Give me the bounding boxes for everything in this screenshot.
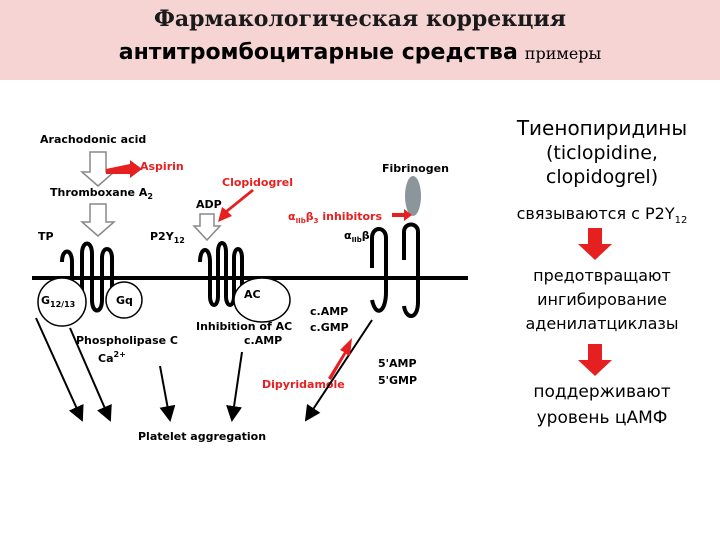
label-cgmp: c.GMP <box>310 321 349 334</box>
label-tp: TP <box>38 230 54 243</box>
label-clopidogrel: Clopidogrel <box>222 176 293 189</box>
label-gq: Gq <box>116 294 133 307</box>
subtitle-suffix: примеры <box>524 44 602 63</box>
prevent-line2: ингибирование <box>537 290 667 309</box>
tp-receptor <box>60 241 114 313</box>
label-camp: c.AMP <box>310 305 348 318</box>
drugs-line1: (ticlopidine, <box>546 142 658 164</box>
header-band: Фармакологическая коррекция антитромбоци… <box>0 0 720 80</box>
label-phospholipase: Phospholipase C <box>76 334 178 347</box>
label-p2y12: P2Y12 <box>150 230 185 245</box>
page-title: Фармакологическая коррекция <box>153 6 566 32</box>
arrow-g1213-aggregation <box>69 327 112 422</box>
label-ca: Ca2+ <box>98 350 126 365</box>
arrow-camp-aggregation <box>226 351 243 422</box>
label-thromboxane: Thromboxane A2 <box>50 186 153 201</box>
arrow-tp-aggregation <box>35 317 84 422</box>
fibrinogen-shape <box>405 176 421 216</box>
label-camp2: c.AMP <box>244 334 282 347</box>
label-fibrinogen: Fibrinogen <box>382 162 449 175</box>
maintain-line2: уровень цАМФ <box>536 408 668 428</box>
gp-inhibitor-arrow <box>392 209 412 221</box>
label-5gmp: 5'GMP <box>378 374 417 387</box>
label-aspirin: Aspirin <box>140 160 184 173</box>
ac-ellipse <box>233 277 291 323</box>
prevent-line1: предотвращают <box>533 266 671 285</box>
p2y12-receptor <box>198 241 244 307</box>
gq-circle <box>105 281 143 319</box>
integrin-right <box>402 222 420 318</box>
label-dipyridamole: Dipyridamole <box>262 378 345 391</box>
arrow-arachidonic-down <box>80 151 116 187</box>
prevent-line3: аденилатциклазы <box>525 314 679 333</box>
integrin-left <box>370 227 388 313</box>
aspirin-arrow <box>106 160 142 178</box>
maintain-line1: поддерживают <box>533 382 671 402</box>
label-ac: AC <box>244 288 261 301</box>
g1213-circle <box>37 277 87 327</box>
binds-text: связываются с P2Y12 <box>516 204 688 227</box>
label-5amp: 5'AMP <box>378 357 417 370</box>
dipyridamole-arrow <box>328 338 352 380</box>
label-inhibition-ac: Inhibition of AC <box>196 320 292 333</box>
thienopyridines-heading: Тиенопиридины <box>516 116 688 140</box>
arrow-thromboxane-down <box>80 203 116 237</box>
label-arachidonic: Arachodonic acid <box>40 133 146 146</box>
page-subtitle: антитромбоцитарные средства примеры <box>0 40 720 65</box>
label-adp: ADP <box>196 198 222 211</box>
label-gp-inhibitors: αIIbβ3 inhibitors <box>288 210 382 225</box>
arrow-integrin-aggregation <box>304 319 373 422</box>
arrow-adp-down <box>192 213 222 242</box>
arrow-plc-aggregation <box>159 365 176 422</box>
drugs-line2: clopidogrel) <box>545 166 659 188</box>
subtitle-main: антитромбоцитарные средства <box>118 40 518 65</box>
label-g1213: G12/13 <box>41 294 75 309</box>
clopidogrel-arrow <box>218 189 254 222</box>
label-platelet-aggregation: Platelet aggregation <box>138 430 266 443</box>
